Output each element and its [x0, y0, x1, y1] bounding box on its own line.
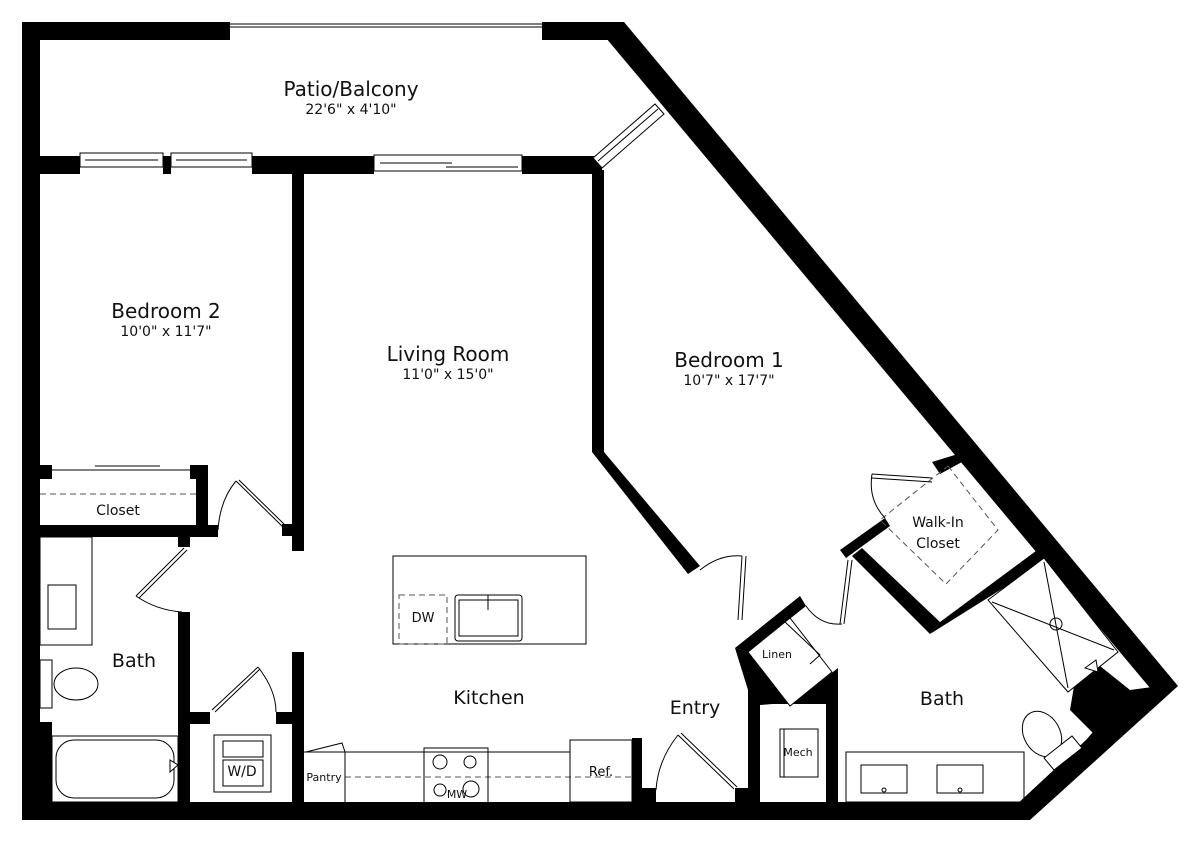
kitchen-fixtures — [304, 555, 749, 805]
refrigerator-label: Ref. — [588, 765, 614, 780]
walkin-closet-label-line2: Closet — [916, 536, 960, 552]
patio-interior-wall — [22, 103, 665, 551]
room-name: Bedroom 2 — [111, 299, 221, 323]
room-name: Patio/Balcony — [283, 77, 419, 101]
room-name: Bedroom 1 — [674, 348, 784, 372]
room-dimensions: 10'0" x 11'7" — [120, 324, 212, 340]
room-label-living: Living Room 11'0" x 15'0" — [387, 342, 510, 384]
left-rooms — [22, 465, 304, 803]
linen-label: Linen — [762, 648, 792, 661]
closet-label: Closet — [96, 503, 140, 519]
entry-label: Entry — [669, 697, 721, 719]
room-label-bedroom2: Bedroom 2 10'0" x 11'7" — [111, 299, 221, 341]
kitchen-label: Kitchen — [453, 687, 525, 709]
dishwasher-label: DW — [411, 611, 435, 626]
room-dimensions: 10'7" x 17'7" — [683, 373, 775, 389]
room-name: Living Room — [386, 342, 510, 366]
walkin-closet-label-line1: Walk-In — [912, 515, 964, 531]
room-label-bedroom1: Bedroom 1 10'7" x 17'7" — [674, 348, 784, 390]
patio-rail — [230, 23, 542, 28]
bath-left-label: Bath — [111, 650, 157, 672]
bath-right-label: Bath — [919, 688, 965, 710]
pantry-label: Pantry — [306, 771, 342, 784]
room-label-patio: Patio/Balcony 22'6" x 4'10" — [283, 77, 418, 119]
room-dimensions: 22'6" x 4'10" — [305, 102, 397, 118]
mech-label: Mech — [783, 746, 813, 759]
outer-walls — [22, 22, 1178, 820]
room-dimensions: 11'0" x 15'0" — [402, 367, 494, 383]
washer-dryer-label: W/D — [227, 764, 257, 780]
microwave-label: MW — [446, 788, 468, 801]
bedroom1-walls — [592, 170, 1119, 810]
